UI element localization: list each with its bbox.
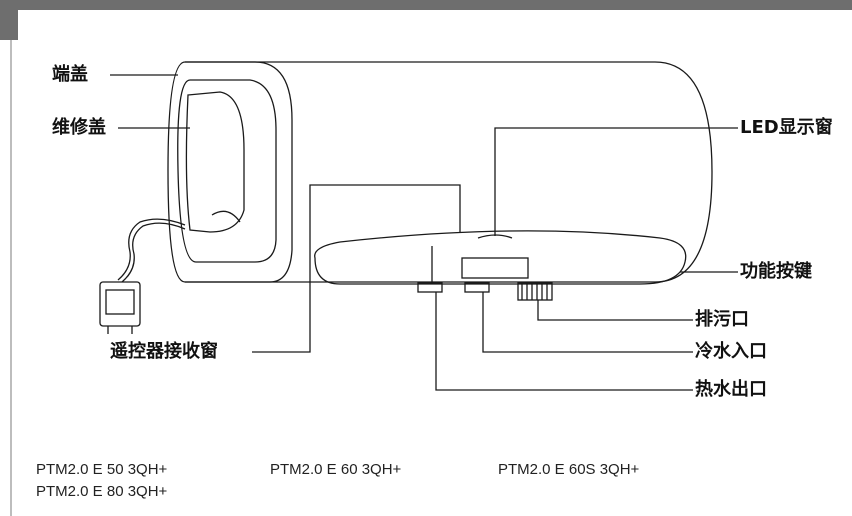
model-name: PTM2.0 E 50 3QH+ (36, 461, 168, 478)
leader-cold-in (482, 292, 693, 353)
end-cap-inner (177, 79, 277, 263)
label-led-window: LED显示窗 (740, 117, 833, 138)
power-plug (99, 281, 141, 327)
remote-receiver-shape (309, 184, 461, 258)
model-name: PTM2.0 E 60 3QH+ (270, 461, 402, 478)
end-cap (167, 61, 293, 283)
leader-remote (252, 258, 311, 353)
header-bar (0, 0, 852, 10)
model-name: PTM2.0 E 80 3QH+ (36, 483, 168, 500)
led-window-shape (461, 257, 529, 279)
label-function-keys: 功能按键 (740, 261, 812, 282)
leader-hot-out (435, 292, 693, 391)
label-service-cover: 维修盖 (52, 117, 106, 138)
left-margin-rule (10, 40, 12, 516)
model-name: PTM2.0 E 60S 3QH+ (498, 461, 640, 478)
control-panel (314, 230, 687, 285)
label-remote-receiver: 遥控器接收窗 (110, 341, 218, 362)
drain-valve (517, 282, 553, 301)
leader-drain (537, 300, 693, 321)
label-cold-water-inlet: 冷水入口 (695, 341, 767, 362)
label-end-cover: 端盖 (52, 64, 88, 85)
label-drain-outlet: 排污口 (695, 309, 749, 330)
service-cover-shape (185, 91, 245, 233)
power-cord (117, 218, 186, 281)
section-tab (0, 0, 18, 40)
leader-led (494, 127, 738, 236)
tank-body (185, 61, 713, 283)
label-hot-water-outlet: 热水出口 (695, 379, 767, 400)
